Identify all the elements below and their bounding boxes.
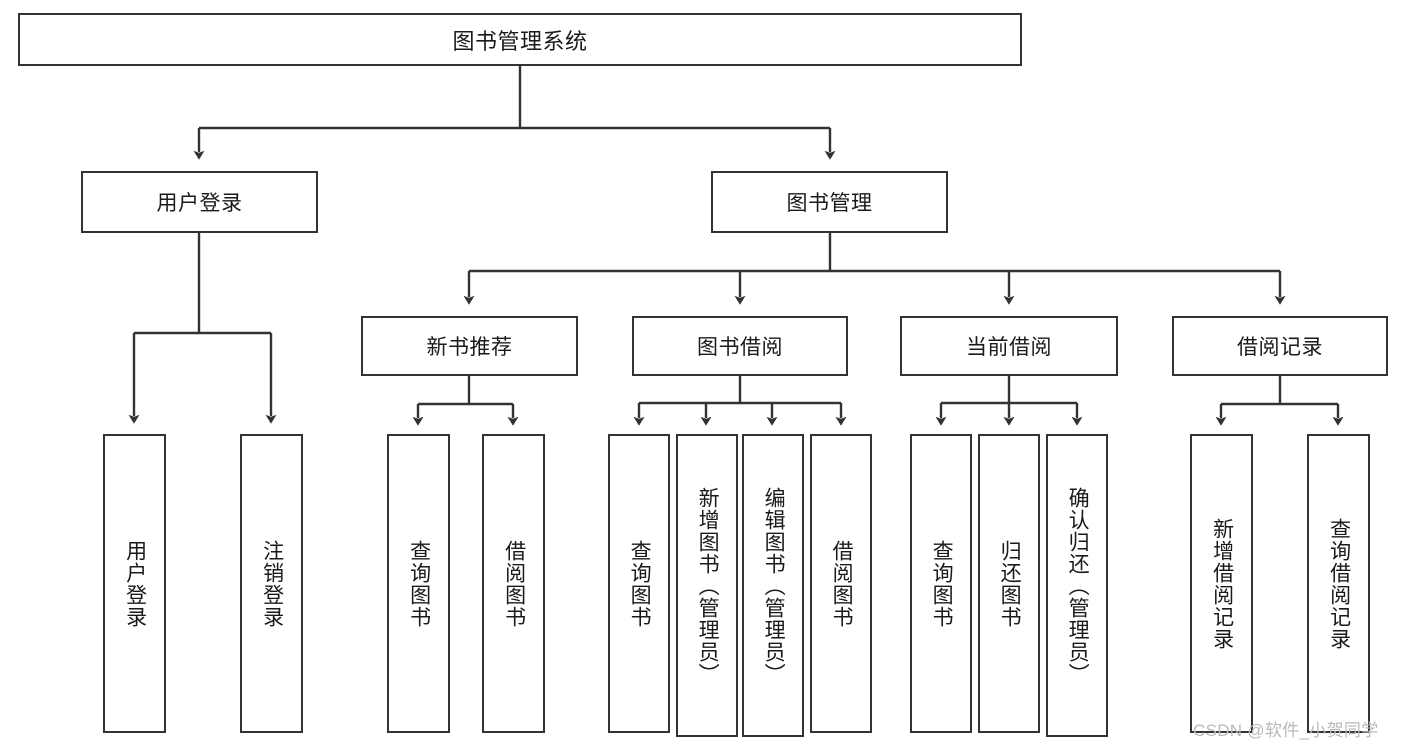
node-leaf-query-book-2[interactable]: 查询图书 [608,434,670,733]
node-leaf-edit-book-label: 编辑图书（管理员） [762,486,786,685]
node-user-login-label: 用户登录 [156,192,243,215]
node-user-login[interactable]: 用户登录 [81,171,318,233]
csdn-watermark: CSDN @软件_小贺同学 [1193,721,1379,740]
node-leaf-add-book-label: 新增图书（管理员） [696,486,720,685]
node-new-book-recommend-label: 新书推荐 [426,336,513,359]
node-leaf-query-book-3-label: 查询图书 [930,539,954,628]
node-leaf-borrow-book-2[interactable]: 借阅图书 [810,434,872,733]
node-leaf-query-book-2-label: 查询图书 [628,539,652,628]
node-borrow-record-label: 借阅记录 [1237,336,1323,359]
node-leaf-query-record-label: 查询借阅记录 [1327,517,1351,650]
node-leaf-confirm-return-label: 确认归还（管理员） [1066,486,1090,685]
node-leaf-query-book-1[interactable]: 查询图书 [387,434,450,733]
node-leaf-user-logout-label: 注销登录 [260,539,284,628]
node-leaf-borrow-book-1[interactable]: 借阅图书 [482,434,545,733]
node-leaf-edit-book[interactable]: 编辑图书（管理员） [742,434,804,737]
node-leaf-confirm-return[interactable]: 确认归还（管理员） [1046,434,1108,737]
node-root-label: 图书管理系统 [452,28,588,54]
node-leaf-user-login-label: 用户登录 [123,539,147,628]
node-leaf-query-book-1-label: 查询图书 [407,539,431,628]
node-leaf-return-book-label: 归还图书 [998,539,1022,628]
node-current-borrow[interactable]: 当前借阅 [900,316,1118,376]
node-leaf-add-book[interactable]: 新增图书（管理员） [676,434,738,737]
node-leaf-add-record[interactable]: 新增借阅记录 [1190,434,1253,733]
node-new-book-recommend[interactable]: 新书推荐 [361,316,578,376]
node-book-borrow-label: 图书借阅 [697,336,783,359]
node-book-borrow[interactable]: 图书借阅 [632,316,848,376]
node-borrow-record[interactable]: 借阅记录 [1172,316,1388,376]
node-leaf-user-logout[interactable]: 注销登录 [240,434,303,733]
node-leaf-add-record-label: 新增借阅记录 [1210,517,1234,650]
node-leaf-borrow-book-2-label: 借阅图书 [830,539,854,628]
node-leaf-query-record[interactable]: 查询借阅记录 [1307,434,1370,733]
node-leaf-query-book-3[interactable]: 查询图书 [910,434,972,733]
node-leaf-return-book[interactable]: 归还图书 [978,434,1040,733]
node-book-manage[interactable]: 图书管理 [711,171,948,233]
node-current-borrow-label: 当前借阅 [966,336,1052,359]
node-root[interactable]: 图书管理系统 [18,13,1022,66]
node-book-manage-label: 图书管理 [786,192,873,215]
node-leaf-user-login[interactable]: 用户登录 [103,434,166,733]
node-leaf-borrow-book-1-label: 借阅图书 [502,539,526,628]
